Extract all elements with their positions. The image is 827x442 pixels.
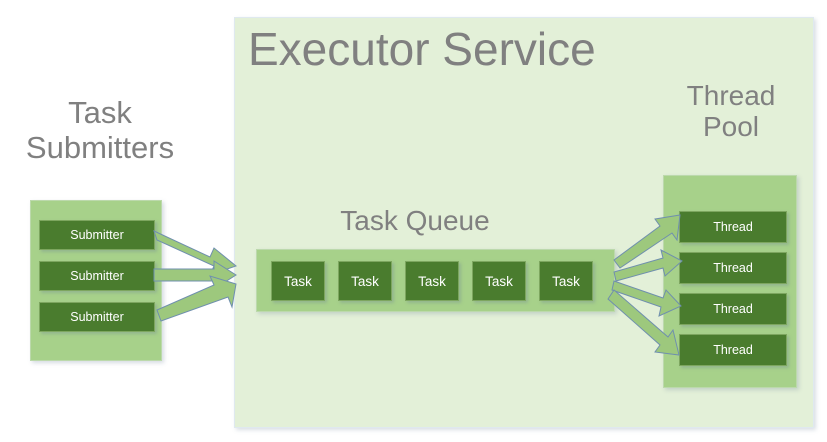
task-submitters-title: Task Submitters xyxy=(25,95,175,165)
thread-pool-group: Thread Thread Thread Thread xyxy=(663,175,797,388)
task-submitters-group: Submitter Submitter Submitter xyxy=(30,200,162,361)
task-queue-title: Task Queue xyxy=(340,205,490,236)
thread-pool-title: Thread Pool xyxy=(686,80,776,143)
thread-box[interactable]: Thread xyxy=(679,211,787,243)
thread-box[interactable]: Thread xyxy=(679,252,787,284)
task-box[interactable]: Task xyxy=(338,261,392,301)
task-queue-group: Task Task Task Task Task xyxy=(256,249,615,312)
thread-box[interactable]: Thread xyxy=(679,334,787,366)
thread-box[interactable]: Thread xyxy=(679,293,787,325)
arrow-submitter-2-to-queue xyxy=(153,260,237,290)
executor-service-title: Executor Service xyxy=(248,23,596,75)
arrow-submitter-3-to-queue xyxy=(156,275,237,322)
submitter-box[interactable]: Submitter xyxy=(39,220,155,250)
submitter-box[interactable]: Submitter xyxy=(39,302,155,332)
task-box[interactable]: Task xyxy=(539,261,593,301)
task-box[interactable]: Task xyxy=(271,261,325,301)
arrow-submitter-1-to-queue xyxy=(153,230,238,276)
task-box[interactable]: Task xyxy=(472,261,526,301)
task-box[interactable]: Task xyxy=(405,261,459,301)
submitter-box[interactable]: Submitter xyxy=(39,261,155,291)
